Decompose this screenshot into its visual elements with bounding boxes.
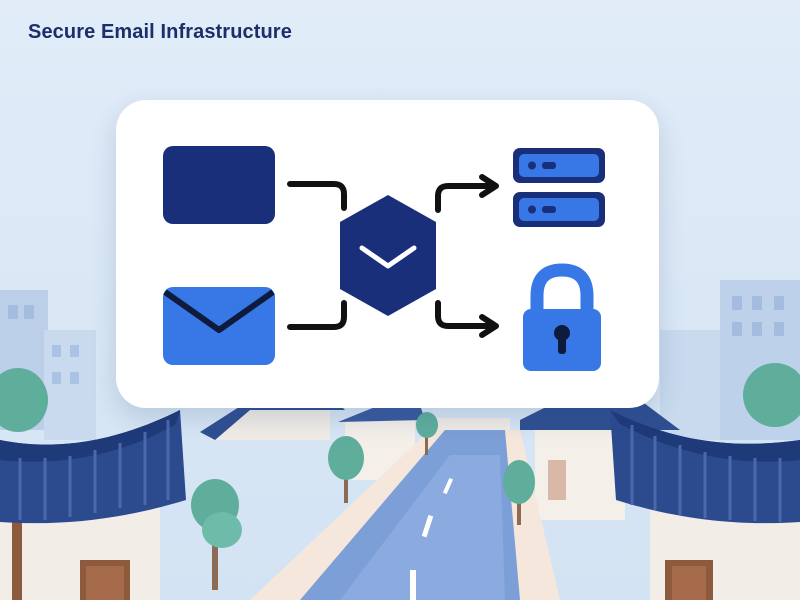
center-to-server-arrow bbox=[435, 174, 499, 213]
server-icon bbox=[513, 148, 605, 227]
padlock-icon bbox=[523, 263, 601, 371]
blank-screen-icon bbox=[163, 146, 275, 224]
diagram-card bbox=[116, 100, 659, 408]
email-flow-diagram bbox=[163, 146, 605, 371]
center-to-lock-arrow bbox=[435, 300, 499, 338]
envelope-icon bbox=[163, 287, 275, 365]
right-hanok bbox=[610, 410, 800, 600]
city-buildings bbox=[0, 280, 800, 440]
page-title: Secure Email Infrastructure bbox=[28, 21, 292, 43]
bottom-left-to-center-connector bbox=[287, 300, 347, 330]
street bbox=[250, 430, 560, 600]
trees bbox=[0, 363, 800, 590]
top-left-to-center-connector bbox=[287, 181, 347, 211]
hexagon-check-icon bbox=[340, 195, 436, 316]
left-hanok bbox=[0, 410, 186, 600]
